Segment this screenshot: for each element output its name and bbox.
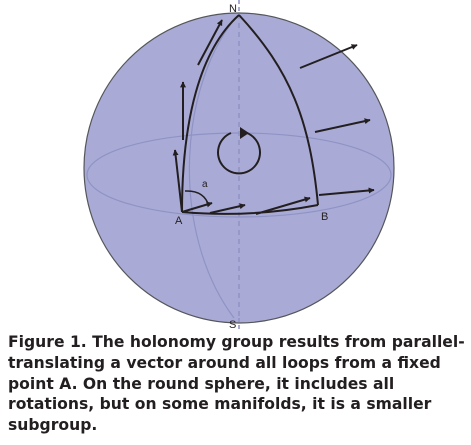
faint-meridian [188, 13, 240, 319]
vector-right-path-1 [299, 44, 358, 69]
vector-at-a-1 [172, 149, 183, 213]
figure-caption: Figure 1. The holonomy group results fro… [8, 333, 465, 435]
loop-path-left [181, 14, 240, 213]
vector-right-path-2 [314, 118, 371, 133]
vector-equator-1 [209, 203, 246, 214]
label-south: S [229, 319, 236, 330]
vector-right-path-3 [318, 187, 375, 196]
holonomy-sphere-diagram: N S A B a [83, 0, 395, 330]
label-point-b: B [321, 211, 328, 223]
label-north: N [229, 3, 237, 15]
circular-rotation-arrow-icon [217, 127, 261, 175]
vector-at-a-2 [181, 201, 213, 213]
vector-equator-2 [255, 196, 311, 215]
loop-path-equator [181, 204, 319, 215]
label-point-a: A [175, 215, 183, 227]
vector-left-path-2 [197, 19, 223, 66]
label-angle: a [202, 179, 208, 190]
loop-path-right [238, 14, 319, 206]
